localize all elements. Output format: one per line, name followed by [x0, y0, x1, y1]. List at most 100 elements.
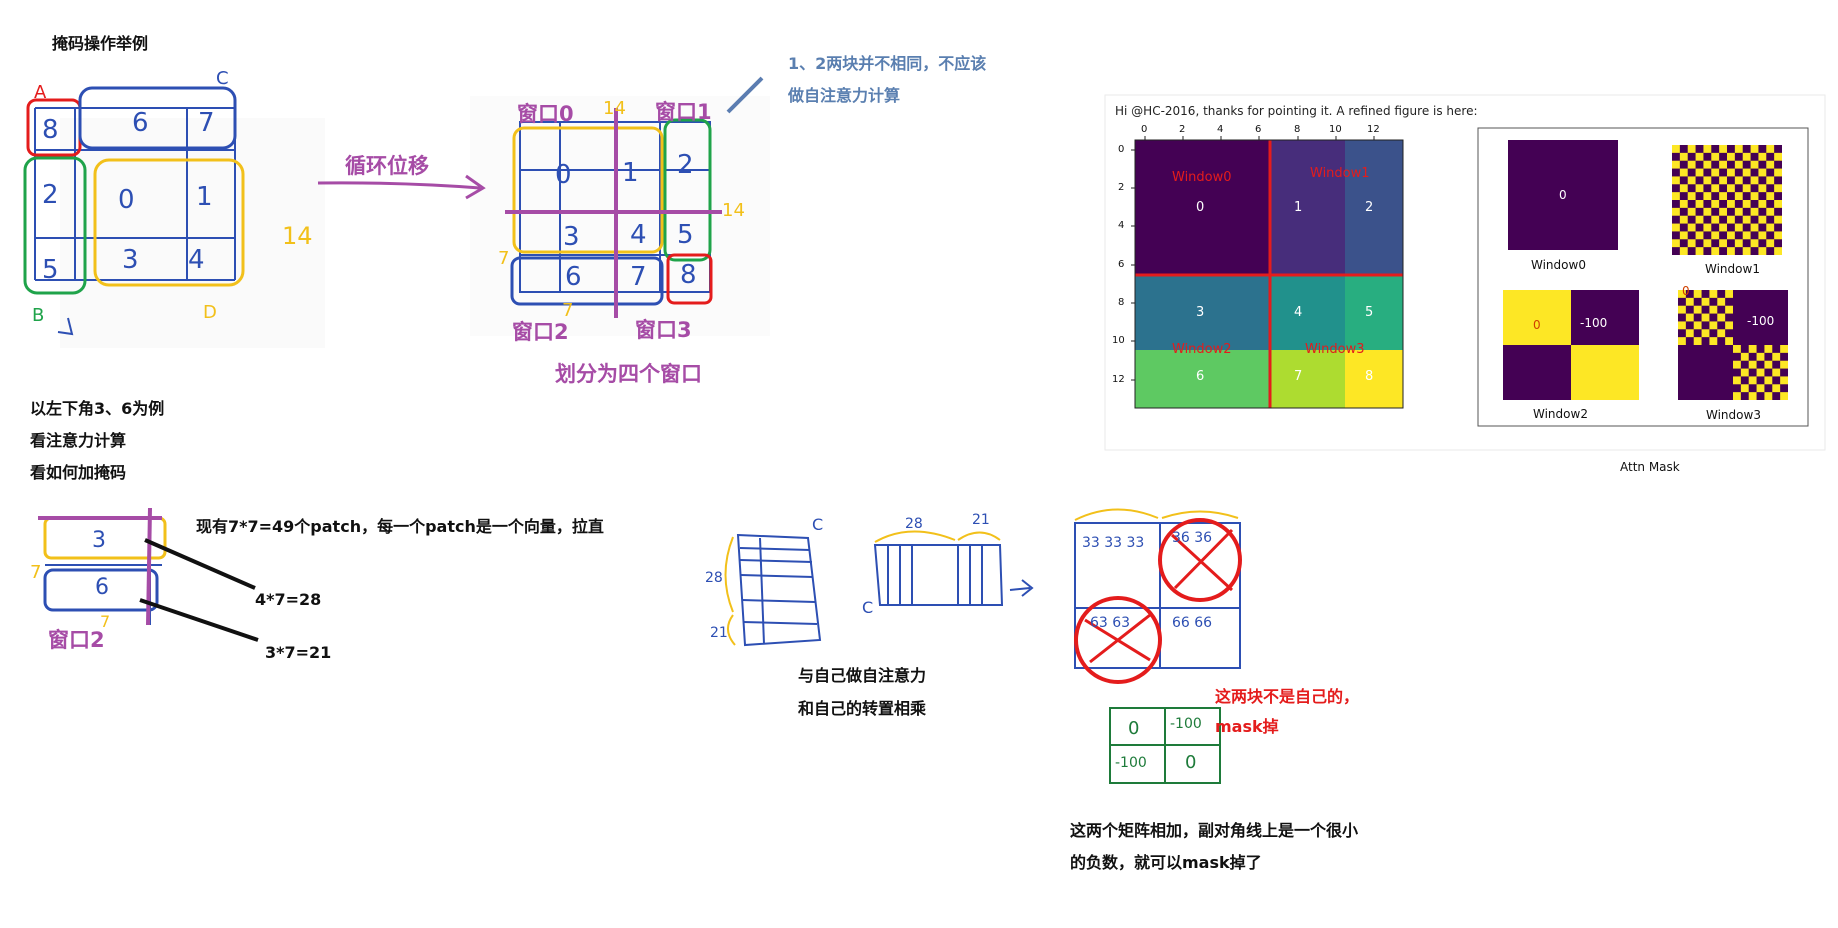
y-tick-4: 4 — [1118, 220, 1125, 231]
x-tick-4: 4 — [1217, 124, 1224, 135]
window1-label: 窗口1 — [655, 100, 712, 124]
bottom-note-2: 的负数，就可以mask掉了 — [1070, 853, 1262, 872]
cell-label-6: 6 — [1196, 369, 1205, 384]
small-num-3: 3 — [92, 528, 106, 553]
res-36: 36 36 — [1172, 530, 1213, 546]
shift-label: 循环位移 — [345, 154, 429, 178]
fig-window3: Window3 — [1305, 342, 1365, 357]
note-top-line2: 做自注意力计算 — [788, 86, 901, 105]
shift-num-14-top: 14 — [603, 98, 626, 119]
mask-title-w0: Window0 — [1531, 258, 1586, 272]
window2-box — [510, 256, 664, 306]
window2-sketch — [38, 507, 259, 642]
mask-matrix-sketch — [1109, 707, 1221, 784]
self-attn-1: 与自己做自注意力 — [798, 666, 927, 685]
shift-num-6: 6 — [565, 262, 582, 292]
left-note-1: 以左下角3、6为例 — [30, 399, 165, 418]
shift-num-8: 8 — [680, 260, 697, 290]
window2-small-label: 窗口2 — [48, 628, 105, 652]
matrix-q-sketch — [724, 533, 822, 647]
shift-num-1: 1 — [622, 158, 639, 188]
cell-label-4: 4 — [1294, 305, 1303, 320]
mask-circle-bottom — [1074, 596, 1162, 684]
y-tick-2: 2 — [1118, 182, 1125, 193]
cell-label-0: 0 — [1196, 200, 1205, 215]
sketch-panel-bg — [60, 118, 325, 348]
divide-label: 划分为四个窗口 — [555, 362, 702, 386]
shift-num-3: 3 — [563, 222, 580, 252]
cell-label-2: 2 — [1365, 200, 1374, 215]
shift-arrow — [317, 181, 481, 190]
letter-d: D — [203, 302, 217, 323]
region-b-box — [23, 156, 87, 295]
left-note-3: 看如何加掩码 — [30, 463, 127, 482]
y-tick-10: 10 — [1112, 335, 1125, 346]
left-note-2: 看注意力计算 — [30, 431, 127, 450]
mat-c-label: C — [812, 515, 824, 534]
num-14: 14 — [282, 222, 313, 250]
region-d-box — [93, 158, 245, 287]
letter-a: A — [34, 82, 47, 103]
res-63: 63 63 — [1090, 615, 1131, 631]
mask-w2-value-m100: -100 — [1580, 316, 1608, 330]
note-top-line1: 1、2两块并不相同，不应该 — [788, 54, 987, 73]
shift-num-14-right: 14 — [722, 200, 745, 221]
mask-0-b: 0 — [1185, 752, 1197, 773]
shift-num-7-left: 7 — [498, 248, 510, 269]
mask-circle-top — [1158, 518, 1242, 602]
shift-num-5: 5 — [677, 220, 694, 250]
mask-title-w3: Window3 — [1706, 408, 1761, 422]
mat-kt-21-label: 21 — [972, 512, 990, 528]
num-2: 2 — [42, 180, 59, 210]
mask-w3-value-0: 0 — [1682, 284, 1690, 298]
num-1: 1 — [196, 182, 213, 212]
fig-window2: Window2 — [1172, 342, 1232, 357]
shift-num-7: 7 — [630, 262, 647, 292]
fig-window0: Window0 — [1172, 170, 1232, 185]
red-note-1: 这两块不是自己的， — [1215, 687, 1360, 706]
num-0: 0 — [118, 185, 135, 215]
note-pointer — [726, 76, 764, 114]
mask-m100-b: -100 — [1115, 755, 1147, 771]
fig-window1: Window1 — [1310, 166, 1370, 181]
mat-kt-28-label: 28 — [905, 516, 923, 532]
num-6: 6 — [132, 108, 149, 138]
shift-num-2: 2 — [677, 150, 694, 180]
matrix-result-sketch — [1074, 508, 1241, 669]
small-num-7-left: 7 — [30, 562, 42, 583]
num-5: 5 — [42, 255, 59, 285]
mask-w0-value: 0 — [1559, 188, 1567, 202]
cell-label-1: 1 — [1294, 200, 1303, 215]
calc-28: 4*7=28 — [255, 590, 322, 609]
cell-label-7: 7 — [1294, 369, 1303, 384]
y-tick-6: 6 — [1118, 259, 1125, 270]
x-tick-8: 8 — [1294, 124, 1301, 135]
mask-w2-value-0: 0 — [1533, 318, 1541, 332]
num-7: 7 — [198, 108, 215, 138]
window3-label: 窗口3 — [635, 318, 692, 342]
small-num-6: 6 — [95, 575, 109, 600]
y-tick-8: 8 — [1118, 297, 1125, 308]
original-grid — [34, 107, 236, 281]
shift-num-7-bottom: 7 — [562, 300, 574, 321]
window0-box — [512, 126, 664, 254]
cell-label-8: 8 — [1365, 369, 1374, 384]
patch-note: 现有7*7=49个patch，每一个patch是一个向量，拉直 — [196, 517, 604, 536]
num-3: 3 — [122, 245, 139, 275]
y-tick-12: 12 — [1112, 374, 1125, 385]
num-8: 8 — [42, 115, 59, 145]
x-tick-6: 6 — [1255, 124, 1262, 135]
mask-m100-a: -100 — [1170, 716, 1202, 732]
calc-21: 3*7=21 — [265, 643, 332, 662]
letter-b: B — [32, 305, 45, 326]
res-66: 66 66 — [1172, 615, 1213, 631]
matrix-kt-sketch — [873, 530, 1034, 606]
attn-mask-caption: Attn Mask — [1620, 460, 1680, 474]
red-note-2: mask掉 — [1215, 717, 1279, 736]
window3-box — [666, 253, 713, 305]
page-title: 掩码操作举例 — [52, 34, 149, 53]
window1-box — [663, 118, 712, 262]
mat-28-label: 28 — [705, 570, 723, 586]
x-tick-10: 10 — [1329, 124, 1342, 135]
mask-title-w2: Window2 — [1533, 407, 1588, 421]
